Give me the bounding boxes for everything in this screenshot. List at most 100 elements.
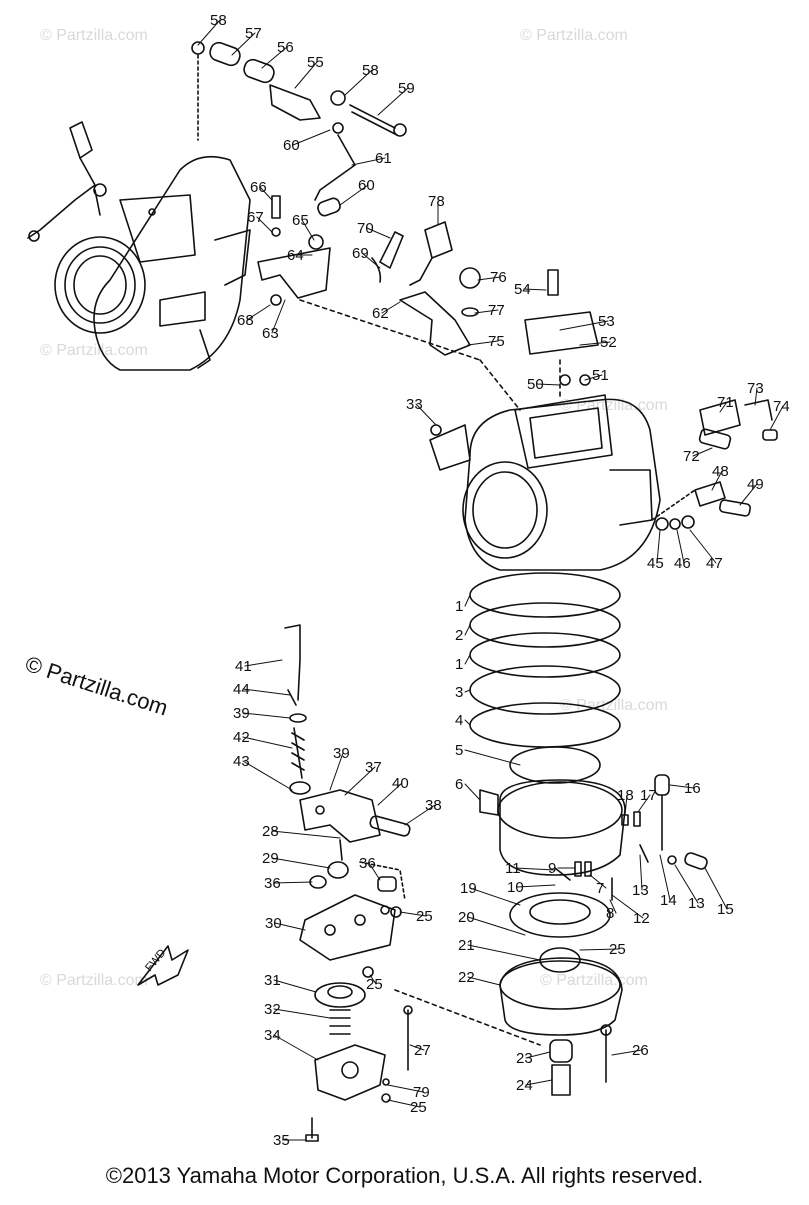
part-callout: 68 <box>237 312 254 329</box>
leader-line <box>242 736 293 749</box>
leader-line <box>344 69 373 96</box>
part-callout: 79 <box>413 1084 430 1101</box>
part-callout: 34 <box>264 1027 281 1044</box>
leader-line <box>536 383 561 386</box>
leader-line <box>676 529 685 564</box>
part-callout: 1 <box>455 598 463 615</box>
leader-line <box>464 654 471 665</box>
leader-line <box>559 320 609 331</box>
leader-line <box>624 794 628 816</box>
leader-line <box>244 659 283 667</box>
part-callout: 61 <box>375 150 392 167</box>
part-callout: 36 <box>264 875 281 892</box>
part-callout: 2 <box>455 627 463 644</box>
leader-line <box>344 766 376 796</box>
leader-line <box>674 864 699 904</box>
part-callout: 74 <box>773 398 790 415</box>
leader-line <box>259 186 273 201</box>
leader-line <box>292 129 331 146</box>
part-callout: 24 <box>516 1077 533 1094</box>
leader-line <box>415 403 437 426</box>
part-callout: 25 <box>366 976 383 993</box>
part-callout: 32 <box>264 1001 281 1018</box>
leader-line <box>271 857 331 869</box>
part-callout: 10 <box>507 879 524 896</box>
part-callout: 4 <box>455 712 463 729</box>
leader-line <box>769 405 784 431</box>
leader-line <box>659 854 671 901</box>
leader-line <box>584 374 603 381</box>
part-callout: 40 <box>392 775 409 792</box>
linkage-assembly <box>191 41 407 217</box>
leader-line <box>609 899 617 914</box>
part-callout: 67 <box>247 209 264 226</box>
leader-line <box>242 688 291 696</box>
part-callout: 65 <box>292 212 309 229</box>
leader-line <box>273 979 317 993</box>
throttle-bracket-hardware <box>257 195 404 306</box>
part-callout: 20 <box>458 909 475 926</box>
leader-line <box>467 916 526 936</box>
part-callout: 60 <box>358 177 375 194</box>
leader-line <box>589 874 607 889</box>
leader-line <box>256 216 273 233</box>
leader-line <box>366 227 391 239</box>
part-callout: 28 <box>262 823 279 840</box>
leader-line <box>197 19 221 46</box>
part-callout: 33 <box>406 396 423 413</box>
leader-line <box>273 1034 319 1061</box>
carburetor-body-right <box>429 269 661 571</box>
leader-line <box>273 1008 331 1019</box>
part-callout: 13 <box>688 895 705 912</box>
leader-line <box>464 689 471 693</box>
leader-line <box>464 594 471 607</box>
leader-line <box>669 784 695 789</box>
leader-line <box>611 894 644 919</box>
part-callout: 48 <box>712 463 729 480</box>
part-callout: 46 <box>674 555 691 572</box>
leader-line <box>464 749 521 766</box>
leader-line <box>464 719 471 726</box>
part-callout: 63 <box>262 325 279 342</box>
part-callout: 64 <box>287 247 304 264</box>
part-callout: 76 <box>490 269 507 286</box>
leader-line <box>274 922 306 931</box>
part-callout: 12 <box>633 910 650 927</box>
leader-line <box>242 712 291 719</box>
leader-line <box>711 470 723 491</box>
part-callout: 39 <box>333 745 350 762</box>
part-callout: 78 <box>428 193 445 210</box>
leader-line <box>404 804 436 826</box>
part-callout: 60 <box>283 137 300 154</box>
leader-line <box>477 276 501 281</box>
copyright-footer: ©2013 Yamaha Motor Corporation, U.S.A. A… <box>105 1163 704 1188</box>
part-callout: 25 <box>416 908 433 925</box>
leader-line <box>301 219 315 241</box>
part-callout: 70 <box>357 220 374 237</box>
watermark: © Partzilla.com <box>40 342 148 359</box>
fuel-pump-assembly <box>394 774 708 1096</box>
leader-line <box>464 624 471 636</box>
leader-line <box>271 830 341 839</box>
leader-line <box>704 867 728 910</box>
part-callout: 72 <box>683 448 700 465</box>
leader-line <box>399 911 427 917</box>
leader-line <box>467 944 541 961</box>
part-callout: 35 <box>273 1132 290 1149</box>
part-callout: 59 <box>398 80 415 97</box>
leader-line <box>368 862 381 881</box>
leader-line <box>377 782 403 806</box>
leader-line <box>273 881 313 884</box>
leader-line <box>329 752 344 791</box>
leader-line <box>579 948 620 951</box>
leader-line <box>754 387 758 406</box>
part-callout: 56 <box>277 39 294 56</box>
leader-line <box>261 46 288 69</box>
part-callout: 15 <box>717 901 734 918</box>
leader-line <box>464 783 481 801</box>
part-callout: 9 <box>548 860 556 877</box>
part-callout: 38 <box>425 797 442 814</box>
part-callout: 18 <box>617 787 634 804</box>
leader-line <box>351 157 386 166</box>
part-callout: 36 <box>359 855 376 872</box>
